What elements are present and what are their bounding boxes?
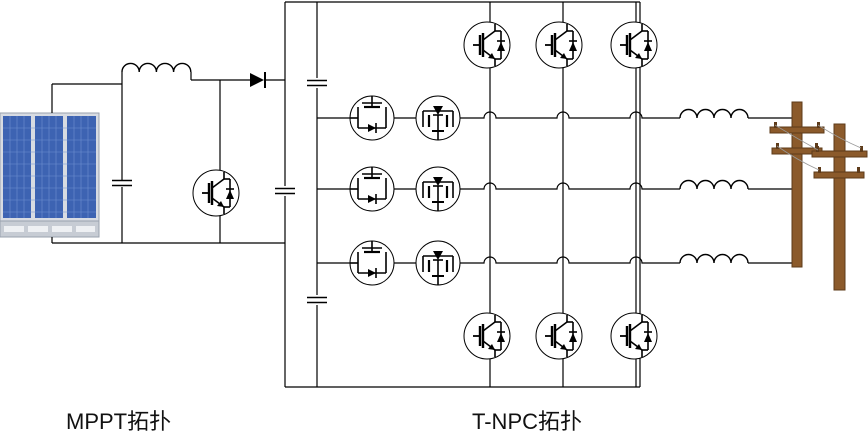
inductor-icon: [679, 253, 749, 264]
igbt-icon: [462, 311, 512, 361]
inductor-icon: [679, 108, 749, 119]
tnpc-wiring: [285, 1, 641, 388]
igbt-icon: [414, 165, 462, 213]
mppt-wiring: [51, 2, 286, 387]
inductor-icon: [121, 62, 192, 73]
output-inductors: [679, 108, 749, 264]
igbt-icon: [534, 311, 584, 361]
grid-feed-lines: [748, 117, 800, 264]
igbt-icon: [348, 94, 396, 142]
tnpc-caption: T-NPC拓扑: [472, 409, 583, 434]
capacitor-icon: [306, 79, 328, 87]
phase-lines: [317, 111, 680, 264]
capacitor-icon: [306, 296, 328, 304]
capacitor-icon: [111, 179, 133, 187]
igbt-icon: [191, 168, 241, 218]
capacitor-icon: [274, 187, 296, 195]
solar-panel-icon: [0, 112, 100, 238]
igbt-icon: [348, 239, 396, 287]
igbt-icon: [534, 20, 584, 70]
igbt-icon: [462, 20, 512, 70]
igbt-icon: [414, 239, 462, 287]
mppt-caption: MPPT拓扑: [66, 409, 172, 434]
igbt-icon: [414, 94, 462, 142]
diode-icon: [250, 72, 266, 88]
utility-pole-icon: [769, 101, 868, 291]
inductor-icon: [679, 179, 749, 190]
igbt-icon: [609, 20, 659, 70]
igbt-icon: [348, 165, 396, 213]
igbt-icon: [609, 311, 659, 361]
